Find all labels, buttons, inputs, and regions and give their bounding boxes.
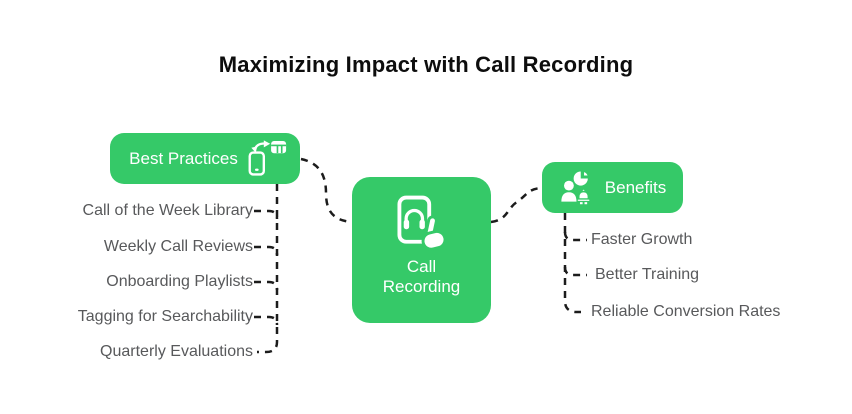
- benefits-item: Reliable Conversion Rates: [591, 303, 781, 320]
- node-benefits: Benefits: [542, 162, 683, 213]
- phone-headset-tap-icon: [396, 195, 446, 251]
- benefits-label: Benefits: [604, 177, 667, 197]
- tap-hand: [421, 215, 446, 251]
- best-practices-label: Best Practices: [129, 148, 238, 168]
- benefits-item: Faster Growth: [591, 231, 693, 248]
- node-best-practices: Best Practices: [110, 133, 300, 184]
- benefits-item: Better Training: [595, 266, 700, 283]
- best-practices-item: Weekly Call Reviews: [103, 238, 253, 255]
- node-call-recording: Call Recording: [352, 177, 491, 323]
- best-practices-item: Tagging for Searchability: [77, 308, 253, 325]
- bell: [576, 188, 591, 205]
- call-recording-label: Call Recording: [382, 257, 461, 296]
- best-practices-item: Quarterly Evaluations: [100, 343, 253, 360]
- page-title: Maximizing Impact with Call Recording: [218, 52, 634, 77]
- phone-sync-spreadsheet-icon: [248, 140, 286, 176]
- best-practices-item: Onboarding Playlists: [106, 273, 253, 290]
- user-bell-pie-chart-icon: [561, 171, 591, 205]
- best-practices-item: Call of the Week Library: [82, 202, 253, 219]
